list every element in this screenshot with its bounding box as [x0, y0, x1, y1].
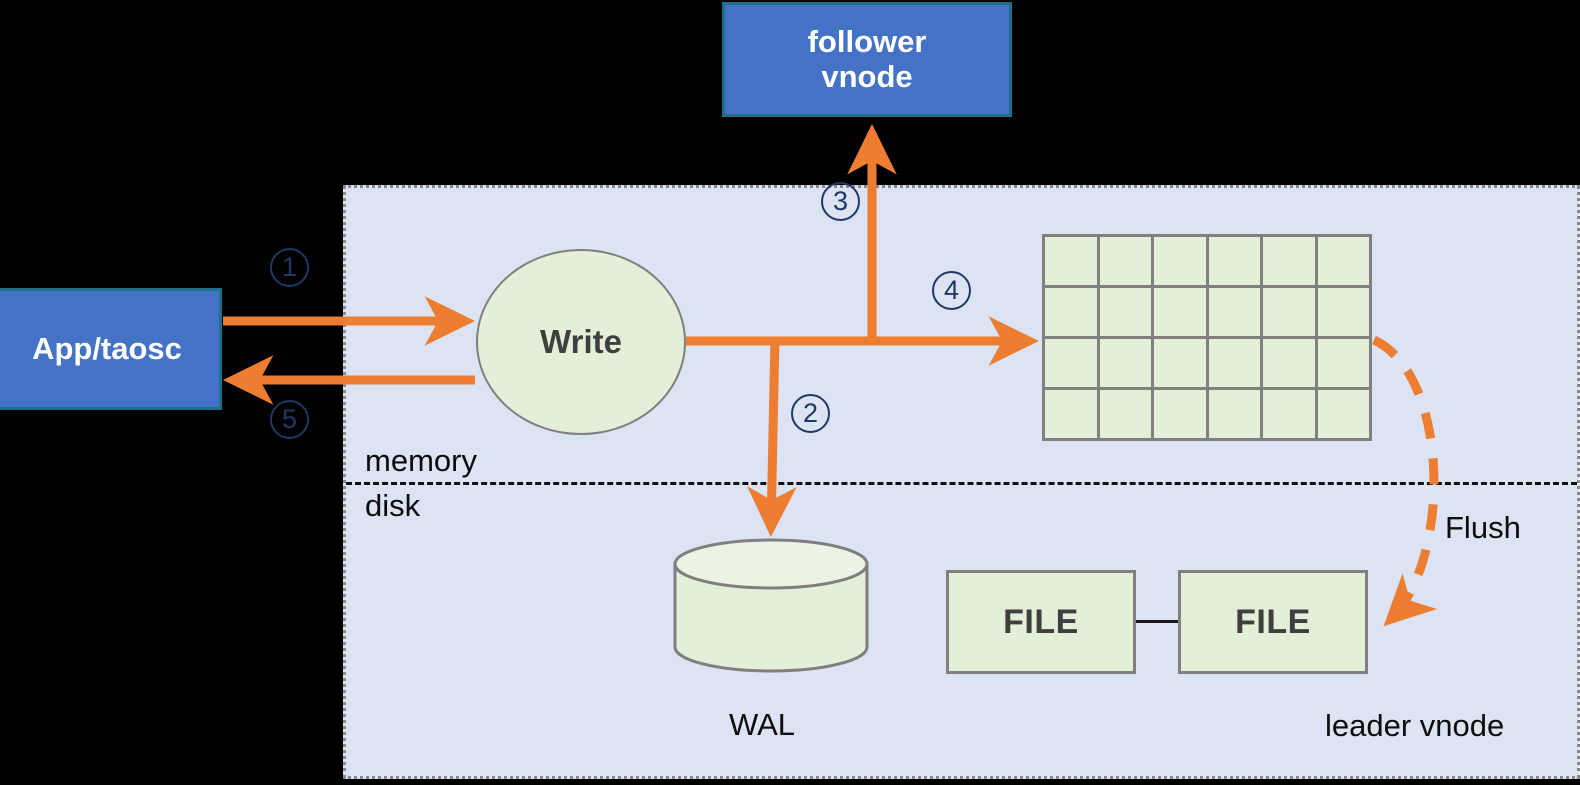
follower-vnode-label-line1: follower — [807, 23, 927, 59]
memtable-cell — [1045, 390, 1100, 441]
step-number-1: 1 — [270, 248, 309, 287]
memtable-cell — [1099, 390, 1154, 441]
memtable-cell — [1099, 237, 1154, 288]
memtable-cell — [1263, 390, 1318, 441]
wal-label: WAL — [729, 707, 796, 742]
memtable-cell — [1208, 288, 1263, 339]
memtable-cell — [1208, 237, 1263, 288]
step-number-3: 3 — [821, 182, 860, 221]
memtable-cell — [1154, 339, 1209, 390]
memtable-cell — [1099, 288, 1154, 339]
write-node: Write — [476, 249, 686, 435]
file-connector-line — [1136, 620, 1178, 623]
memtable-cell — [1045, 288, 1100, 339]
memtable-cell — [1154, 237, 1209, 288]
memtable-cell — [1154, 288, 1209, 339]
memtable-cell — [1317, 237, 1372, 288]
memtable-cell — [1263, 339, 1318, 390]
memtable-cell — [1208, 390, 1263, 441]
follower-vnode-box: follower vnode — [722, 2, 1012, 117]
wal-cylinder — [673, 538, 869, 673]
memtable-cell — [1317, 339, 1372, 390]
disk-label: disk — [365, 488, 421, 523]
step-number-4: 4 — [932, 271, 971, 310]
memory-disk-divider — [346, 482, 1577, 485]
file-box-2: FILE — [1178, 570, 1368, 674]
memtable-cell — [1099, 339, 1154, 390]
leader-vnode-label: leader vnode — [1325, 708, 1505, 743]
follower-vnode-label-line2: vnode — [821, 58, 913, 94]
memory-label: memory — [365, 443, 477, 478]
memtable-cell — [1208, 339, 1263, 390]
memtable-cell — [1263, 288, 1318, 339]
file-box-1: FILE — [946, 570, 1136, 674]
app-taosc-box: App/taosc — [0, 288, 222, 410]
memtable-cell — [1317, 288, 1372, 339]
step-number-2: 2 — [791, 394, 830, 433]
memtable-grid — [1042, 234, 1372, 441]
memtable-cell — [1263, 237, 1318, 288]
memtable-cell — [1317, 390, 1372, 441]
memtable-cell — [1154, 390, 1209, 441]
memtable-cell — [1045, 237, 1100, 288]
step-number-5: 5 — [270, 400, 309, 439]
flush-label: Flush — [1445, 510, 1521, 545]
memtable-cell — [1045, 339, 1100, 390]
